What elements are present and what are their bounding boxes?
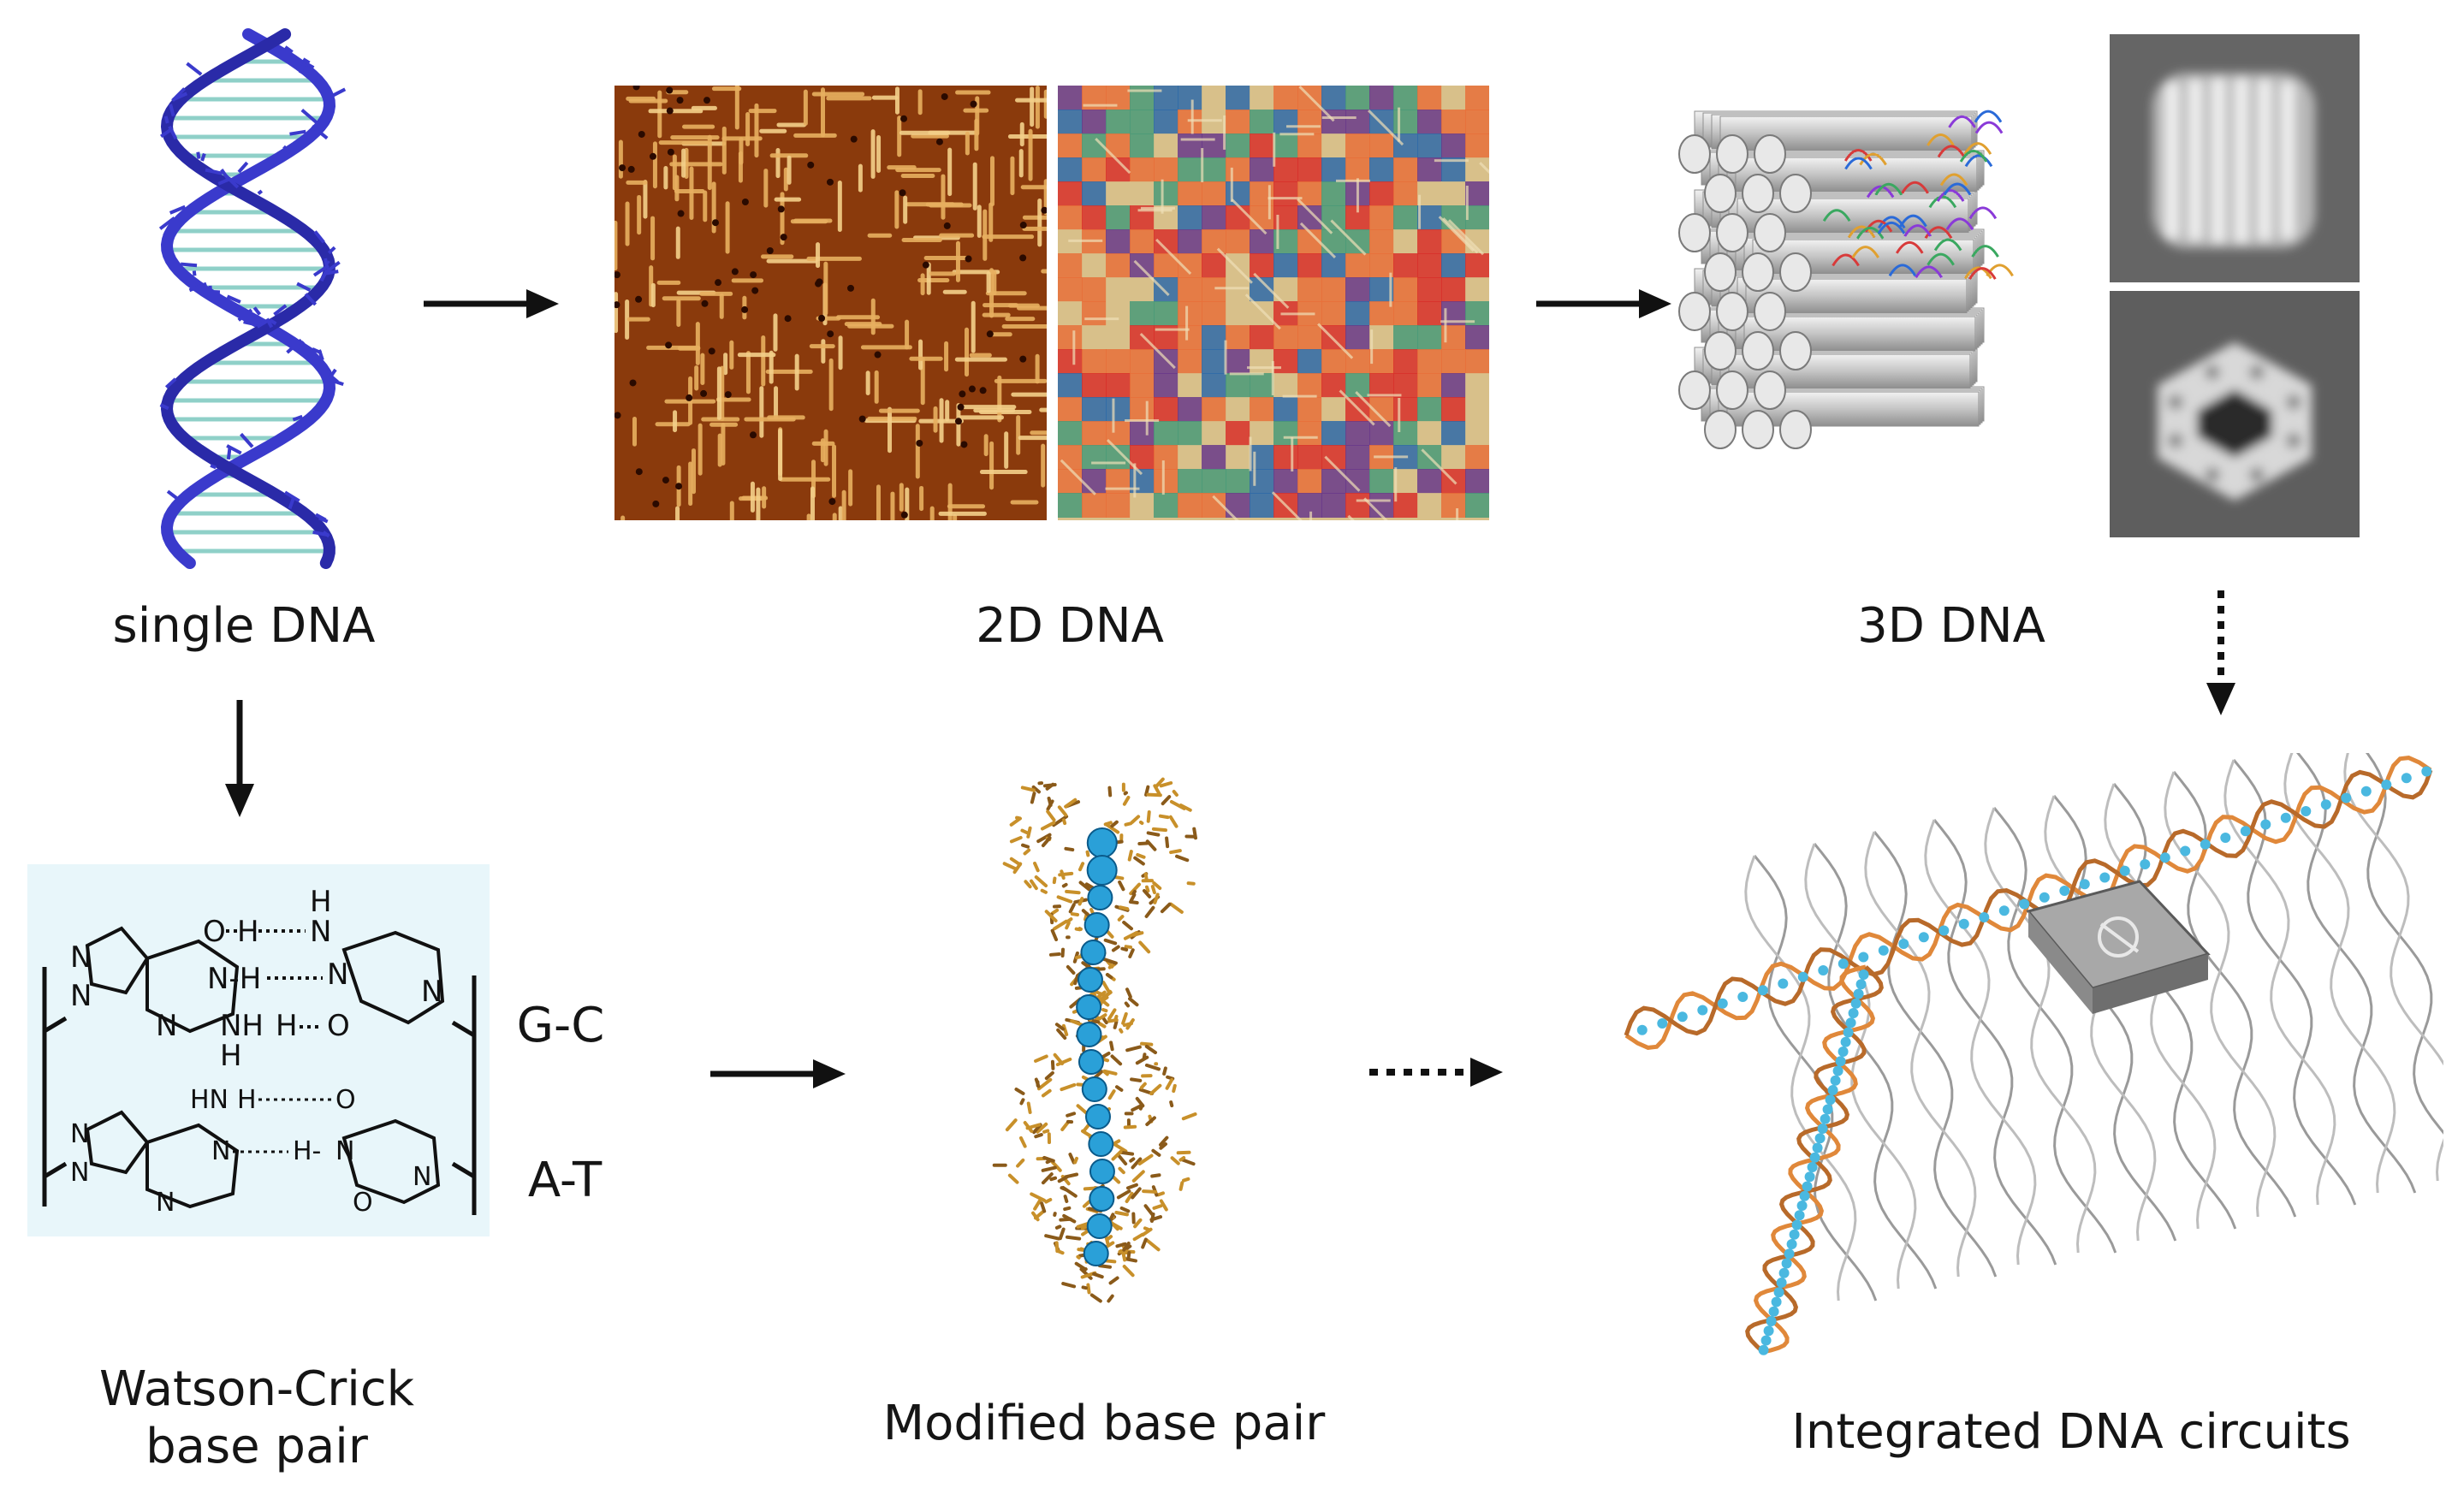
svg-text:H: H (220, 1039, 242, 1073)
svg-text:O: O (327, 1009, 350, 1043)
svg-text:N: N (335, 1136, 354, 1166)
arrow-right-icon (1536, 282, 1673, 325)
svg-text:N: N (70, 979, 92, 1013)
arrow-right-icon (424, 282, 561, 325)
dotted-arrow-right-icon (1369, 1051, 1506, 1094)
watson-crick-label-line1: Watson-Crick (98, 1361, 415, 1417)
svg-text:N: N (413, 1162, 431, 1192)
svg-text:O: O (203, 915, 226, 949)
svg-text:N: N (156, 1009, 177, 1043)
em-end-view-image (2110, 291, 2360, 537)
dna-3d-label: 3D DNA (1857, 598, 2045, 654)
watson-crick-label: Watson-Crick base pair (68, 1361, 445, 1475)
arrow-down-icon (218, 700, 261, 820)
svg-text:N: N (70, 940, 92, 975)
gc-pair-label: G-C (516, 998, 605, 1053)
watson-crick-label-line2: base pair (145, 1419, 368, 1475)
svg-text:N: N (70, 1158, 89, 1188)
svg-text:N: N (421, 975, 442, 1009)
dotted-arrow-down-icon (2200, 590, 2242, 719)
svg-text:N: N (310, 915, 331, 949)
svg-text:O: O (335, 1085, 356, 1115)
single-dna-helix-image (111, 26, 385, 573)
svg-text:H: H (276, 1009, 298, 1043)
at-pair-label: A-T (527, 1153, 603, 1208)
svg-text:H: H (237, 915, 259, 949)
svg-text:N: N (327, 958, 348, 992)
modified-base-pair-label: Modified base pair (882, 1396, 1326, 1451)
svg-text:H: H (310, 885, 332, 919)
integrated-dna-circuits-label: Integrated DNA circuits (1791, 1404, 2351, 1460)
svg-text:O: O (353, 1188, 373, 1218)
integrated-dna-circuits-image (1609, 753, 2443, 1378)
svg-text:N: N (156, 1188, 175, 1218)
svg-text:H: H (237, 1085, 257, 1115)
svg-text:N: N (211, 1136, 230, 1166)
svg-text:H-: H- (293, 1136, 321, 1166)
em-side-view-image (2110, 34, 2360, 282)
svg-text:N: N (70, 1119, 89, 1149)
dna-origami-cylinder-bundle-image (1673, 94, 2058, 496)
svg-text:N-H: N-H (207, 962, 261, 996)
arrow-right-icon (710, 1052, 847, 1095)
single-dna-label: single DNA (112, 598, 376, 654)
watson-crick-structure-image: O H H N N-H N NH H O H N N N N HN H O N … (27, 864, 490, 1236)
svg-text:NH: NH (220, 1009, 264, 1043)
colored-tile-2d-dna-image (1058, 86, 1489, 520)
modified-base-pair-image (959, 774, 1241, 1313)
afm-2d-dna-image (614, 86, 1047, 520)
svg-text:HN: HN (190, 1085, 229, 1115)
dna-2d-label: 2D DNA (976, 598, 1164, 654)
